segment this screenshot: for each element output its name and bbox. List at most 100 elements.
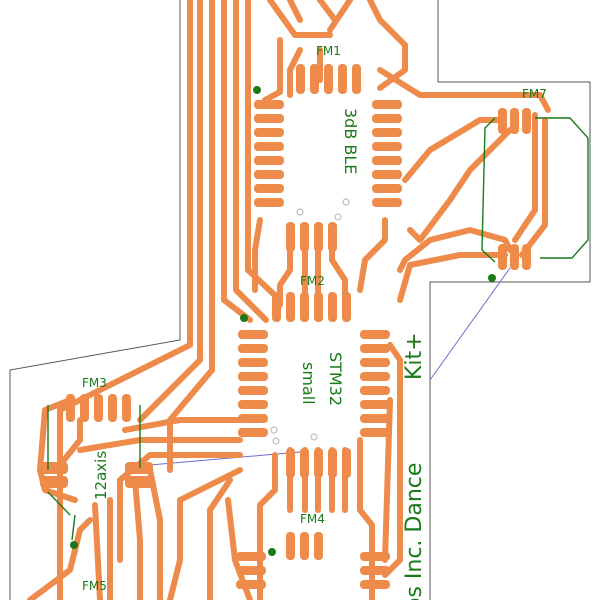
pad (372, 142, 402, 151)
trace (287, 0, 303, 23)
via (342, 198, 350, 206)
pad (372, 128, 402, 137)
via (296, 208, 304, 216)
pad (40, 462, 68, 474)
vias (270, 198, 350, 445)
pad (314, 448, 323, 478)
pad (125, 476, 153, 488)
trace (512, 112, 538, 243)
pad (236, 566, 266, 575)
trace (147, 467, 163, 600)
pad (522, 108, 531, 134)
pad (300, 532, 309, 560)
kit-label-line2: abs Inc. Dance (402, 463, 427, 600)
pin1-dot-fm7 (488, 274, 496, 282)
pad (238, 330, 268, 339)
pad (360, 400, 390, 409)
pad (338, 64, 347, 94)
pad (372, 170, 402, 179)
pad (300, 448, 309, 478)
trace (167, 467, 243, 600)
trace (233, 0, 269, 323)
pad (254, 114, 284, 123)
pad (360, 358, 390, 367)
pad (510, 244, 519, 270)
via (270, 426, 278, 434)
trace (257, 452, 278, 600)
fm4-ref-label: FM4 (300, 512, 325, 526)
pad (66, 394, 75, 422)
pad (238, 358, 268, 367)
pad (360, 580, 390, 589)
trace (207, 477, 233, 600)
pad (238, 386, 268, 395)
pad (372, 198, 402, 207)
board-outline (9, 0, 591, 600)
pad (238, 414, 268, 423)
trace (262, 37, 283, 103)
trace (57, 417, 83, 468)
trace (317, 0, 338, 23)
pad (324, 64, 333, 94)
pad (372, 156, 402, 165)
pad (254, 128, 284, 137)
pad (360, 428, 390, 437)
pad (236, 552, 266, 561)
trace (92, 502, 103, 600)
pad (94, 394, 103, 422)
trace (407, 127, 513, 243)
pad (286, 448, 295, 478)
pad (342, 292, 351, 322)
pin1-dot-fm4 (268, 548, 276, 556)
trace (122, 417, 243, 433)
trace (167, 0, 215, 473)
trace (377, 67, 551, 113)
pad (360, 552, 390, 561)
trace (402, 117, 503, 183)
trace (245, 0, 283, 303)
kit-label-line1: Kit+ (402, 332, 427, 380)
pad (300, 222, 309, 252)
pad (286, 532, 295, 560)
fm7-ref-label: FM7 (522, 87, 547, 101)
pad (510, 108, 519, 134)
pad (296, 64, 305, 94)
pad (314, 222, 323, 252)
pad (328, 448, 337, 478)
pad (238, 372, 268, 381)
trace (27, 517, 93, 600)
via (310, 433, 318, 441)
fm3-outline (47, 405, 141, 541)
pad (328, 222, 337, 252)
trace (77, 437, 243, 453)
pad (236, 580, 266, 589)
fm5-ref-label: FM5 (82, 579, 107, 593)
trace (397, 252, 508, 303)
pin1-markers (70, 86, 496, 556)
trace (357, 437, 375, 600)
pad (238, 400, 268, 409)
pad (238, 344, 268, 353)
trace (287, 47, 303, 98)
fm3-value-label: 12axis (92, 451, 110, 500)
fm2-value-label-line2: small (299, 362, 318, 405)
pad (360, 566, 390, 575)
pad (360, 344, 390, 353)
pad (272, 292, 281, 322)
pad (122, 394, 131, 422)
trace (267, 0, 333, 38)
fm1-ref-label: FM1 (316, 44, 341, 58)
trace (57, 0, 193, 600)
pad (254, 184, 284, 193)
airwire-2 (429, 267, 511, 381)
pad (254, 198, 284, 207)
pad (310, 64, 319, 94)
pin1-dot-fm3 (70, 541, 78, 549)
pad (372, 114, 402, 123)
trace (132, 477, 143, 600)
trace (382, 397, 393, 563)
pad (328, 292, 337, 322)
pad (254, 170, 284, 179)
pad (254, 100, 284, 109)
